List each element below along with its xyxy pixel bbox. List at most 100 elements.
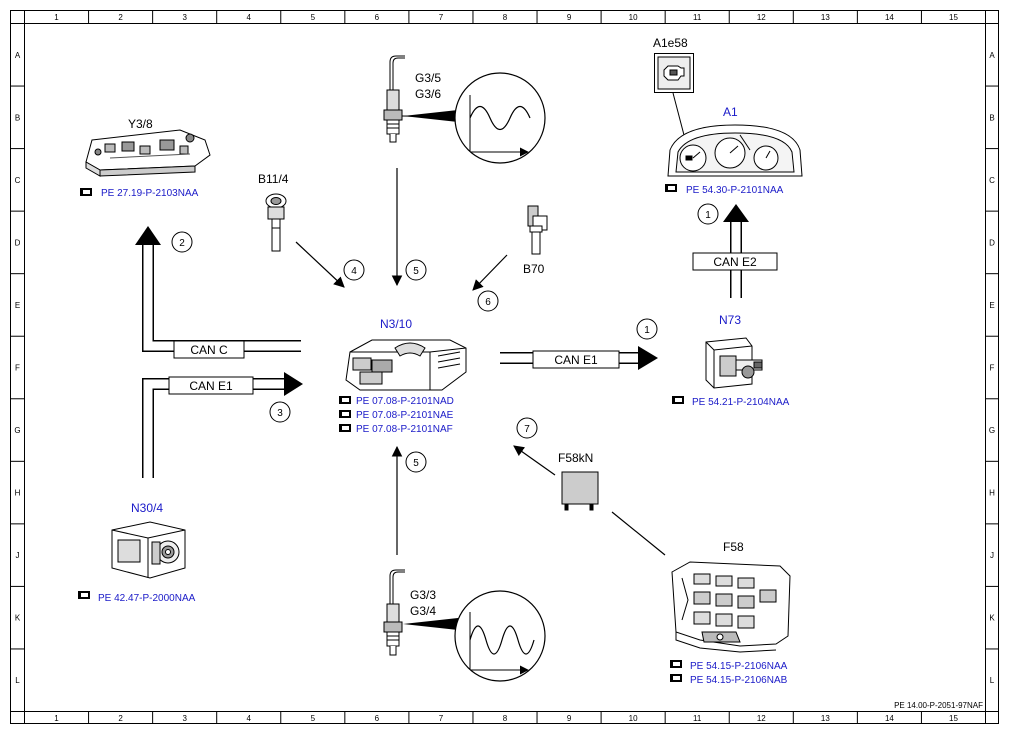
reference-icon (665, 184, 677, 192)
f58-ref-2[interactable]: PE 54.15-P-2106NAB (690, 675, 788, 686)
grid-row-right-L: L (990, 676, 995, 685)
svg-text:1: 1 (705, 210, 711, 221)
signal-waveform-icon (454, 72, 546, 164)
arrow-b11-4-to-n3-10 (295, 241, 345, 288)
document-id: PE 14.00-P-2051-97NAF (894, 701, 983, 710)
svg-text:7: 7 (524, 424, 530, 435)
ignition-switch-icon (705, 337, 763, 389)
grid-col-top-8: 8 (503, 13, 508, 22)
g3-6-label: G3/6 (415, 87, 441, 101)
svg-text:5: 5 (413, 266, 419, 277)
engine-control-unit-icon (345, 339, 467, 391)
can-e1-right-label: CAN E1 (554, 353, 598, 367)
grid-col-bottom-15: 15 (949, 714, 958, 723)
f58-ref-1[interactable]: PE 54.15-P-2106NAA (690, 661, 788, 672)
fuse-box-icon (671, 561, 791, 653)
g3-5-g3-6-component: G3/5 G3/6 (383, 55, 546, 164)
n73-ref[interactable]: PE 54.21-P-2104NAA (692, 397, 790, 408)
grid-col-bottom-9: 9 (567, 714, 572, 723)
n3-10-ref-1[interactable]: PE 07.08-P-2101NAD (356, 396, 454, 407)
n30-4-component: N30/4 PE 42.47-P-2000NAA (78, 501, 196, 604)
instrument-cluster-icon (667, 124, 803, 177)
svg-text:5: 5 (413, 458, 419, 469)
grid-row-left-D: D (15, 238, 21, 247)
grid-row-right-B: B (989, 113, 994, 122)
grid-col-bottom-4: 4 (247, 714, 252, 723)
grid-col-bottom-10: 10 (629, 714, 638, 723)
grid-row-right-K: K (989, 614, 995, 623)
signal-waveform-icon (454, 590, 546, 682)
b11-4-label: B11/4 (258, 172, 289, 186)
step-6: 6 (477, 290, 499, 312)
b70-label: B70 (523, 262, 545, 276)
arrow-f58kn-to-n3-10 (513, 445, 556, 476)
grid-col-bottom-7: 7 (439, 714, 444, 723)
svg-text:3: 3 (277, 408, 283, 419)
svg-text:4: 4 (351, 266, 357, 277)
signal-pointer (403, 110, 458, 122)
grid-col-top-12: 12 (757, 13, 766, 22)
grid-col-bottom-14: 14 (885, 714, 894, 723)
y3-8-ref[interactable]: PE 27.19-P-2103NAA (101, 188, 199, 199)
a1e58-label: A1e58 (653, 36, 688, 50)
grid-col-bottom-12: 12 (757, 714, 766, 723)
n73-label: N73 (719, 313, 741, 327)
border-frame (10, 10, 999, 724)
g3-3-g3-4-component: G3/3 G3/4 (383, 569, 546, 682)
grid-row-left-L: L (15, 676, 20, 685)
reference-icon (670, 660, 682, 682)
step-5-a: 5 (405, 259, 427, 281)
grid-col-bottom-3: 3 (182, 714, 187, 723)
oxygen-sensor-icon (383, 55, 405, 143)
a1-label: A1 (723, 105, 738, 119)
grid-col-top-10: 10 (629, 13, 638, 22)
grid-row-left-C: C (15, 176, 21, 185)
can-e2-bus: CAN E2 (692, 204, 778, 298)
grid-col-top-7: 7 (439, 13, 444, 22)
can-c-label: CAN C (190, 343, 228, 357)
n3-10-label: N3/10 (380, 317, 412, 331)
grid-col-top-9: 9 (567, 13, 572, 22)
oxygen-sensor-icon (383, 569, 405, 656)
reference-icon (672, 396, 684, 404)
f58kn-component: F58kN (558, 451, 599, 511)
a1e58-component: A1e58 (653, 36, 694, 159)
grid-col-bottom-2: 2 (118, 714, 123, 723)
can-e1-left-bus: CAN E1 (142, 372, 303, 478)
grid-col-top-6: 6 (375, 13, 380, 22)
grid-row-right-E: E (989, 301, 994, 310)
n3-10-ref-2[interactable]: PE 07.08-P-2101NAE (356, 410, 454, 421)
grid-row-left-F: F (15, 364, 20, 373)
grid-col-top-5: 5 (311, 13, 316, 22)
n30-4-ref[interactable]: PE 42.47-P-2000NAA (98, 593, 196, 604)
grid-col-top-1: 1 (54, 13, 59, 22)
y3-8-component: Y3/8 PE 27.19-P-2103NAA (80, 117, 211, 199)
grid-col-top-15: 15 (949, 13, 958, 22)
f58-label: F58 (723, 540, 744, 554)
grid-col-bottom-5: 5 (311, 714, 316, 723)
step-5-b: 5 (405, 451, 427, 473)
g3-4-label: G3/4 (410, 604, 436, 618)
can-e1-left-label: CAN E1 (189, 379, 233, 393)
grid-row-left-K: K (15, 614, 21, 623)
b70-component: B70 (523, 205, 548, 276)
n3-10-ref-3[interactable]: PE 07.08-P-2101NAF (356, 424, 453, 435)
grid-row-left-A: A (15, 51, 21, 60)
can-e2-label: CAN E2 (713, 255, 757, 269)
a1-ref[interactable]: PE 54.30-P-2101NAA (686, 185, 784, 196)
arrow-b70-to-n3-10 (472, 254, 508, 291)
crankshaft-sensor-icon (527, 205, 548, 255)
grid-row-left-H: H (15, 489, 21, 498)
a1-component: A1 PE 54.30-P-2101NAA (665, 105, 803, 196)
grid-row-right-H: H (989, 489, 995, 498)
grid-col-top-14: 14 (885, 13, 894, 22)
grid-col-bottom-6: 6 (375, 714, 380, 723)
grid-row-right-A: A (989, 51, 995, 60)
reference-icon (78, 591, 90, 599)
f58-component: F58 PE 54.15-P-2106NAA PE 54.15-P-2106NA… (670, 540, 791, 686)
